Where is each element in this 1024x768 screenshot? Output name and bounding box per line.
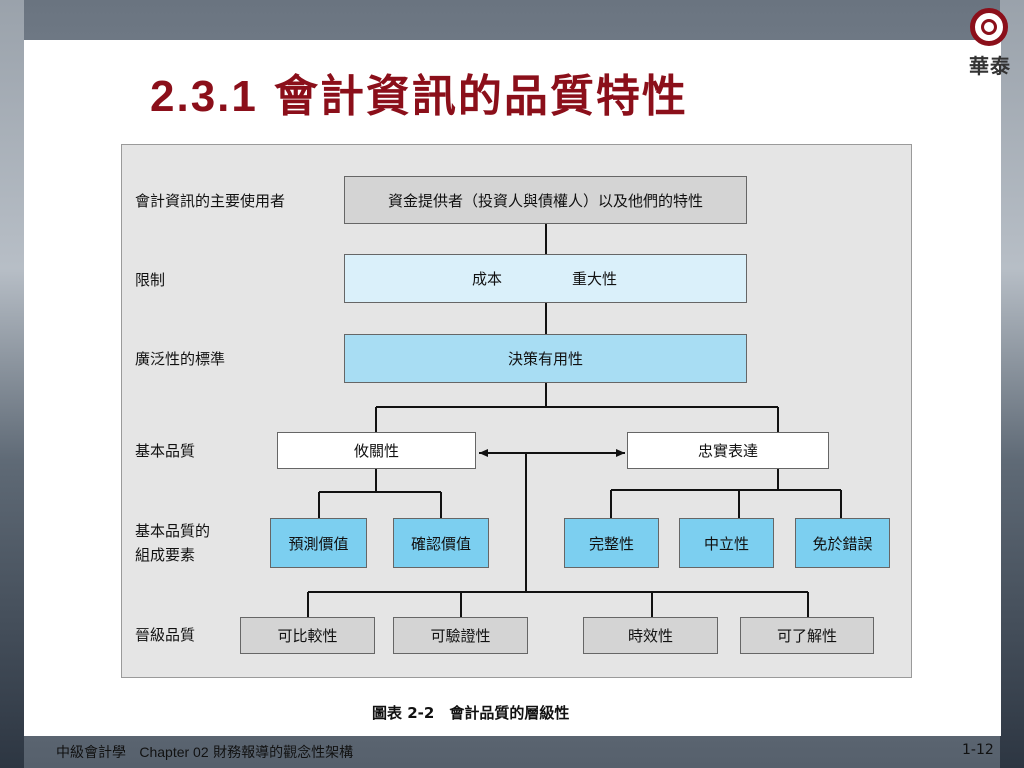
title-text: 會計資訊的品質特性 bbox=[273, 72, 688, 121]
logo-text: 華泰 bbox=[969, 54, 1011, 78]
box-neutrality: 中立性 bbox=[679, 518, 774, 568]
row-label-users: 會計資訊的主要使用者 bbox=[135, 192, 286, 210]
footer-course-info: 中級會計學 Chapter 02 財務報導的觀念性架構 bbox=[56, 742, 353, 762]
footer-chapter: Chapter 02 bbox=[139, 744, 209, 760]
box-comparability: 可比較性 bbox=[240, 617, 375, 654]
background-right bbox=[1000, 0, 1024, 768]
box-faithful-representation: 忠實表達 bbox=[627, 432, 829, 469]
constraint-materiality: 重大性 bbox=[572, 270, 618, 288]
row-label-components-1: 基本品質的 bbox=[135, 522, 211, 540]
connector-lines bbox=[307, 224, 842, 617]
quality-hierarchy-diagram: 會計資訊的主要使用者 限制 廣泛性的標準 基本品質 基本品質的 組成要素 晉級品… bbox=[121, 144, 912, 678]
box-constraints: 成本 重大性 bbox=[344, 254, 747, 303]
box-confirmatory-value: 確認價值 bbox=[393, 518, 489, 568]
row-label-constraints: 限制 bbox=[135, 271, 166, 289]
footer-course: 中級會計學 bbox=[56, 745, 126, 761]
box-understandability: 可了解性 bbox=[740, 617, 874, 654]
box-decision-usefulness: 決策有用性 bbox=[344, 334, 747, 383]
box-completeness: 完整性 bbox=[564, 518, 659, 568]
figure-caption: 圖表 2-2 會計品質的層級性 bbox=[372, 704, 570, 722]
box-primary-users: 資金提供者（投資人與債權人）以及他們的特性 bbox=[344, 176, 747, 224]
row-label-components-2: 組成要素 bbox=[135, 546, 196, 564]
box-free-from-error: 免於錯誤 bbox=[795, 518, 890, 568]
box-predictive-value: 預測價值 bbox=[270, 518, 367, 568]
row-label-fundamental: 基本品質 bbox=[135, 442, 196, 460]
box-timeliness: 時效性 bbox=[583, 617, 718, 654]
box-relevance: 攸關性 bbox=[277, 432, 476, 469]
slide-title: 2.3.1 會計資訊的品質特性 bbox=[150, 60, 688, 124]
title-number: 2.3.1 bbox=[150, 72, 258, 121]
background-left bbox=[0, 0, 24, 768]
publisher-logo: 華泰 bbox=[960, 6, 1020, 86]
page-number: 1-12 bbox=[962, 742, 994, 758]
row-label-pervasive: 廣泛性的標準 bbox=[135, 350, 226, 368]
logo-ring-icon bbox=[970, 8, 1008, 46]
footer-chapter-title: 財務報導的觀念性架構 bbox=[213, 745, 354, 761]
box-verifiability: 可驗證性 bbox=[393, 617, 528, 654]
row-label-enhancing: 晉級品質 bbox=[135, 626, 196, 644]
constraint-cost: 成本 bbox=[472, 270, 503, 288]
